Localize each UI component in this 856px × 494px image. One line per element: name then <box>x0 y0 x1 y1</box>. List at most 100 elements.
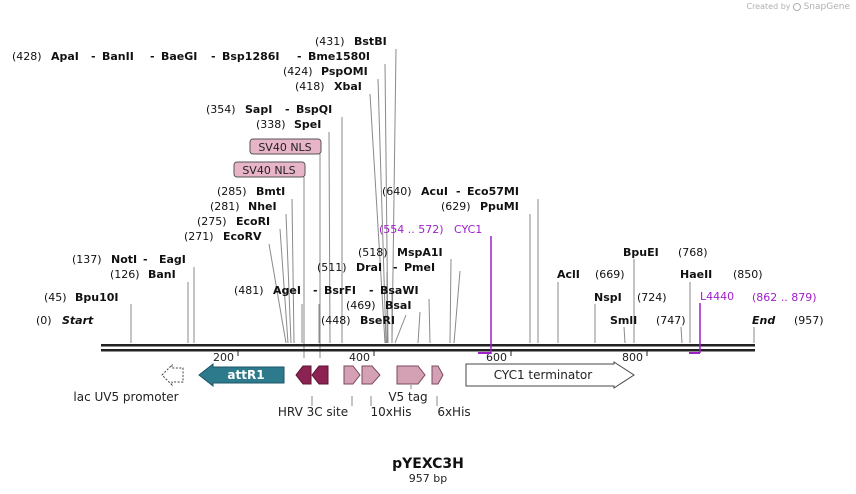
enzyme-name: Bme1580I <box>308 50 370 63</box>
enzyme-name: AcuI <box>421 185 448 198</box>
feature-hrv-3c-site: HRV 3C site <box>278 365 348 419</box>
enzyme-name: MspA1I <box>397 246 443 259</box>
plasmid-title: pYEXC3H <box>392 456 464 472</box>
nls-label: SV40 NLS <box>242 164 295 177</box>
enzyme-name: XbaI <box>334 80 362 93</box>
enzyme-name: SpeI <box>294 118 321 131</box>
enzyme-name: NheI <box>248 200 277 213</box>
primer-range: (862 .. 879) <box>752 291 817 304</box>
enzyme-pos: (281) <box>210 200 240 213</box>
enzyme-pos: (511) <box>317 261 347 274</box>
feature-label: 10xHis <box>371 405 412 419</box>
primer-l4440: L4440 (862 .. 879) <box>689 290 817 354</box>
feature-6xhis: 6xHis <box>431 365 471 419</box>
enzyme-name: BanII <box>102 50 134 63</box>
enzyme-labels: (0) Start End (957) (45) Bpu10I (126) Ba… <box>12 35 824 327</box>
enzyme-name: Bsp1286I <box>222 50 280 63</box>
enzyme-name: SmlI <box>610 314 637 327</box>
enzyme-name: BsaWI <box>380 284 419 297</box>
enzyme-name: EcoRI <box>236 215 270 228</box>
enzyme-pos: (137) <box>72 253 102 266</box>
credit-prefix: Created by <box>746 2 791 11</box>
enzyme-sep: - <box>297 50 302 63</box>
enzyme-sep: - <box>150 50 155 63</box>
enzyme-pos: (629) <box>441 200 471 213</box>
feature-label: V5 tag <box>388 390 427 404</box>
enzyme-pos: (518) <box>358 246 388 259</box>
feature-10xhis: 10xHis <box>343 365 412 419</box>
enzyme-pos: (469) <box>346 299 376 312</box>
enzyme-name: BseRI <box>360 314 395 327</box>
enzyme-name: Start <box>62 314 94 327</box>
feature-v5-tag: V5 tag <box>388 365 428 404</box>
enzyme-name: Eco57MI <box>467 185 519 198</box>
feature-label: attR1 <box>227 368 264 382</box>
enzyme-name: BpuEI <box>623 246 659 259</box>
enzyme-name: AclI <box>557 268 580 281</box>
enzyme-pos: (428) <box>12 50 42 63</box>
enzyme-pos: (275) <box>197 215 227 228</box>
enzyme-pos: (431) <box>315 35 345 48</box>
feature-lac-promoter: lac UV5 promoter <box>73 363 184 404</box>
enzyme-name: DraI <box>356 261 382 274</box>
feature-attr1: attR1 <box>198 362 285 388</box>
enzyme-pos: (640) <box>382 185 412 198</box>
enzyme-name: BmtI <box>256 185 285 198</box>
enzyme-name: NotI <box>111 253 137 266</box>
enzyme-name: EcoRV <box>223 230 262 243</box>
enzyme-pos: (669) <box>595 268 625 281</box>
ruler <box>237 351 648 356</box>
snapgene-logo-icon <box>793 2 802 11</box>
enzyme-name: NspI <box>594 291 622 304</box>
enzyme-pos: (126) <box>110 268 140 281</box>
enzyme-name: Bpu10I <box>75 291 119 304</box>
enzyme-name: PspOMI <box>321 65 368 78</box>
primer-cyc1: (554 .. 572) CYC1 <box>379 223 492 354</box>
enzyme-pos: (747) <box>656 314 686 327</box>
enzyme-pos: (45) <box>44 291 67 304</box>
enzyme-sep: - <box>91 50 96 63</box>
feature-cyc1-terminator: CYC1 terminator <box>465 361 635 389</box>
feature-label: lac UV5 promoter <box>73 390 178 404</box>
enzyme-pos: (354) <box>206 103 236 116</box>
enzyme-name: BstBI <box>354 35 387 48</box>
enzyme-pos: (448) <box>321 314 351 327</box>
nls-box: SV40 NLS <box>249 138 322 155</box>
cut-lines <box>130 48 755 344</box>
enzyme-sep: - <box>313 284 318 297</box>
enzyme-pos: (424) <box>283 65 313 78</box>
enzyme-name: PpuMI <box>480 200 519 213</box>
enzyme-sep: - <box>369 284 374 297</box>
enzyme-name: End <box>752 314 775 327</box>
feature-label: HRV 3C site <box>278 405 348 419</box>
enzyme-name: BaeGI <box>161 50 197 63</box>
enzyme-name: BsrFI <box>324 284 356 297</box>
enzyme-name: ApaI <box>51 50 79 63</box>
ruler-label: 800 <box>622 351 643 364</box>
enzyme-name: EagI <box>159 253 186 266</box>
ruler-label: 600 <box>486 351 507 364</box>
enzyme-name: AgeI <box>273 284 301 297</box>
enzyme-pos: (724) <box>637 291 667 304</box>
snapgene-credit: Created by SnapGene <box>746 2 850 12</box>
primer-name: L4440 <box>700 290 734 303</box>
enzyme-name: BanI <box>148 268 176 281</box>
enzyme-name: PmeI <box>404 261 435 274</box>
enzyme-name: SapI <box>245 103 272 116</box>
nls-leaders <box>303 154 321 358</box>
feature-label: CYC1 terminator <box>494 368 593 382</box>
enzyme-pos: (285) <box>217 185 247 198</box>
enzyme-sep: - <box>393 261 398 274</box>
enzyme-name: BsaI <box>385 299 411 312</box>
enzyme-sep: - <box>143 253 148 266</box>
nls-label: SV40 NLS <box>258 141 311 154</box>
enzyme-name: BspQI <box>296 103 332 116</box>
enzyme-pos: (338) <box>256 118 286 131</box>
primer-range: (554 .. 572) <box>379 223 444 236</box>
ruler-label: 400 <box>349 351 370 364</box>
backbone <box>101 344 755 352</box>
enzyme-pos: (850) <box>733 268 763 281</box>
ruler-label: 200 <box>213 351 234 364</box>
enzyme-pos: (768) <box>678 246 708 259</box>
